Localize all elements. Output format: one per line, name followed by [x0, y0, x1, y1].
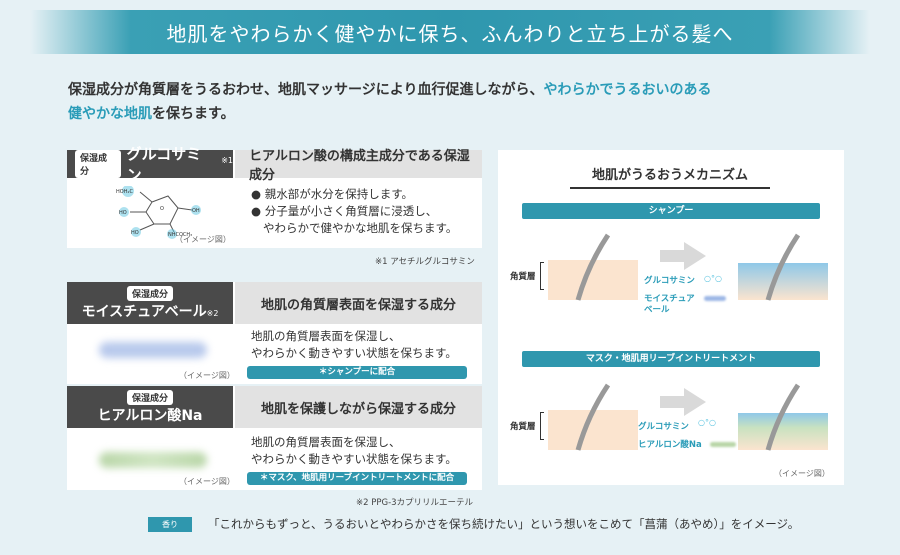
arrow-shaft: [660, 250, 686, 262]
arrow-shaft: [660, 396, 686, 408]
fragrance-note: 香り 「これからもずっと、うるおいとやわらかさを保ち続けたい」という想いをこめて…: [148, 516, 799, 532]
shampoo-bar: シャンプー: [522, 203, 820, 219]
shampoo-pill: ＊シャンプーに配合: [247, 366, 467, 379]
bubbles-icon: ○°○: [704, 274, 722, 283]
skin-before-row2: [548, 383, 638, 451]
hyaluronic-headline: 地肌を保護しながら保湿する成分: [235, 386, 482, 428]
ingredient-name: グルコサミン: [126, 145, 202, 184]
glucosamine-label: グルコサミン: [644, 276, 695, 286]
moisture-veil-label-a: モイスチュア: [644, 294, 695, 304]
layer-bracket: [540, 262, 544, 290]
hyaluronic-image: [99, 452, 207, 468]
fragrance-badge: 香り: [148, 516, 192, 532]
skin-before-row1: [548, 233, 638, 301]
moisture-veil-text: 地肌の角質層表面を保湿し、 やわらかく動きやすい状態を保ちます。: [251, 328, 457, 362]
glucosamine-header: 保湿成分 グルコサミン ※1: [67, 145, 233, 184]
image-note: （イメージ図）: [179, 371, 235, 380]
text-line-1: 地肌の角質層表面を保湿し、: [251, 435, 401, 449]
glucosamine-label: グルコサミン: [638, 422, 689, 432]
note-mark: ※2: [206, 308, 219, 318]
bullet-2a: 分子量が小さく角質層に浸透し、: [264, 204, 438, 218]
molecule-atom: [122, 186, 134, 197]
hyaluronic-card: 保湿成分 ヒアルロン酸Na 地肌を保護しながら保湿する成分 （イメージ図） 地肌…: [67, 386, 482, 490]
footnote-1: ※1 アセチルグルコサミン: [375, 257, 475, 267]
lead-part2: を保ちます。: [152, 106, 235, 122]
text-line-2: やわらかく動きやすい状態を保ちます。: [251, 346, 457, 360]
molecule-label: HO: [119, 210, 127, 216]
hyaluronic-text: 地肌の角質層表面を保湿し、 やわらかく動きやすい状態を保ちます。: [251, 434, 457, 468]
text-line-1: 地肌の角質層表面を保湿し、: [251, 329, 401, 343]
skin-after-row2: [738, 383, 828, 451]
hyaluronic-swatch: [710, 442, 736, 447]
molecule-label: OH: [192, 208, 200, 214]
banner-title: 地肌をやわらかく健やかに保ち、ふんわりと立ち上がる髪へ: [166, 21, 734, 46]
mask-pill: ＊マスク、地肌用リーブイントリートメントに配合: [247, 472, 467, 485]
ingredient-tag: 保湿成分: [126, 285, 173, 301]
moisture-veil-label: モイスチュアベール: [644, 294, 695, 316]
bullet-dot: ●: [251, 187, 265, 201]
molecule-atom: [119, 207, 129, 217]
moisture-veil-label-b: ベール: [644, 305, 670, 315]
glucosamine-headline: ヒアルロン酸の構成主成分である保湿成分: [235, 149, 482, 183]
text-line-2: やわらかく動きやすい状態を保ちます。: [251, 452, 457, 466]
fragrance-text: 「これからもずっと、うるおいとやわらかさを保ち続けたい」という想いをこめて「菖蒲…: [208, 517, 800, 531]
lead-part1: 保湿成分が角質層をうるおわせ、地肌マッサージにより血行促進しながら、: [68, 82, 544, 98]
veil-swatch: [704, 296, 726, 301]
image-note: （イメージ図）: [175, 235, 231, 244]
image-note: （イメージ図）: [179, 477, 235, 486]
ingredient-tag: 保湿成分: [75, 150, 121, 178]
bullet-2b: やわらかで健やかな地肌を保ちます。: [263, 221, 458, 235]
moisture-veil-card: 保湿成分 モイスチュアベール※2 地肌の角質層表面を保湿する成分 （イメージ図）…: [67, 282, 482, 384]
molecule-atom: [131, 227, 141, 237]
hyaluronic-label: ヒアルロン酸Na: [638, 440, 702, 450]
image-note: （イメージ図）: [774, 469, 830, 478]
mechanism-title: 地肌がうるおうメカニズム: [570, 164, 770, 189]
moisture-veil-headline: 地肌の角質層表面を保湿する成分: [235, 282, 482, 324]
molecule-label: NHCOCH₃: [168, 232, 192, 238]
molecule-atom: [167, 229, 177, 239]
layer-label: 角質層: [510, 422, 536, 432]
ingredient-name-wrap: モイスチュアベール※2: [82, 301, 219, 321]
glucosamine-bullets: ● 親水部が水分を保持します。 ● 分子量が小さく角質層に浸透し、 やわらかで健…: [251, 186, 457, 237]
arrow-icon: [684, 388, 706, 416]
lead-highlight1: やわらかでうるおいのある: [543, 82, 712, 98]
moisture-veil-image: [99, 342, 207, 358]
top-banner: 地肌をやわらかく健やかに保ち、ふんわりと立ち上がる髪へ: [30, 10, 870, 54]
arrow-icon: [684, 242, 706, 270]
molecule-diagram: HOH₂C HO OH HO NHCOCH₃ O: [116, 186, 201, 239]
molecule-label: HO: [131, 230, 139, 236]
glucosamine-card: 保湿成分 グルコサミン ※1 ヒアルロン酸の構成主成分である保湿成分 HOH₂C…: [67, 145, 482, 248]
footnote-2: ※2 PPG-3カプリリルエーテル: [356, 498, 474, 508]
bubbles-icon: ○°○: [698, 418, 716, 427]
moisture-veil-header: 保湿成分 モイスチュアベール※2: [67, 282, 233, 324]
molecule-label: HOH₂C: [116, 189, 133, 195]
skin-after-row1: [738, 233, 828, 301]
mechanism-panel: 地肌がうるおうメカニズム シャンプー 角質層 ○°○ グルコサミン モイスチュア…: [498, 150, 844, 485]
molecule-atom: [191, 205, 201, 215]
lead-highlight2: 健やかな地肌: [68, 106, 152, 122]
ingredient-name: ヒアルロン酸Na: [97, 407, 203, 424]
ingredient-tag: 保湿成分: [126, 389, 173, 405]
layer-bracket: [540, 412, 544, 440]
molecule-label: O: [160, 206, 164, 212]
hyaluronic-header: 保湿成分 ヒアルロン酸Na: [67, 386, 233, 428]
bullet-dot: ●: [251, 204, 265, 218]
note-mark: ※1: [221, 156, 233, 165]
ingredient-name: モイスチュアベール: [81, 303, 207, 320]
layer-label: 角質層: [510, 272, 536, 282]
mask-bar: マスク・地肌用リーブイントリートメント: [522, 351, 820, 367]
lead-text: 保湿成分が角質層をうるおわせ、地肌マッサージにより血行促進しながら、やわらかでう…: [68, 78, 848, 126]
bullet-1: 親水部が水分を保持します。: [264, 187, 414, 201]
